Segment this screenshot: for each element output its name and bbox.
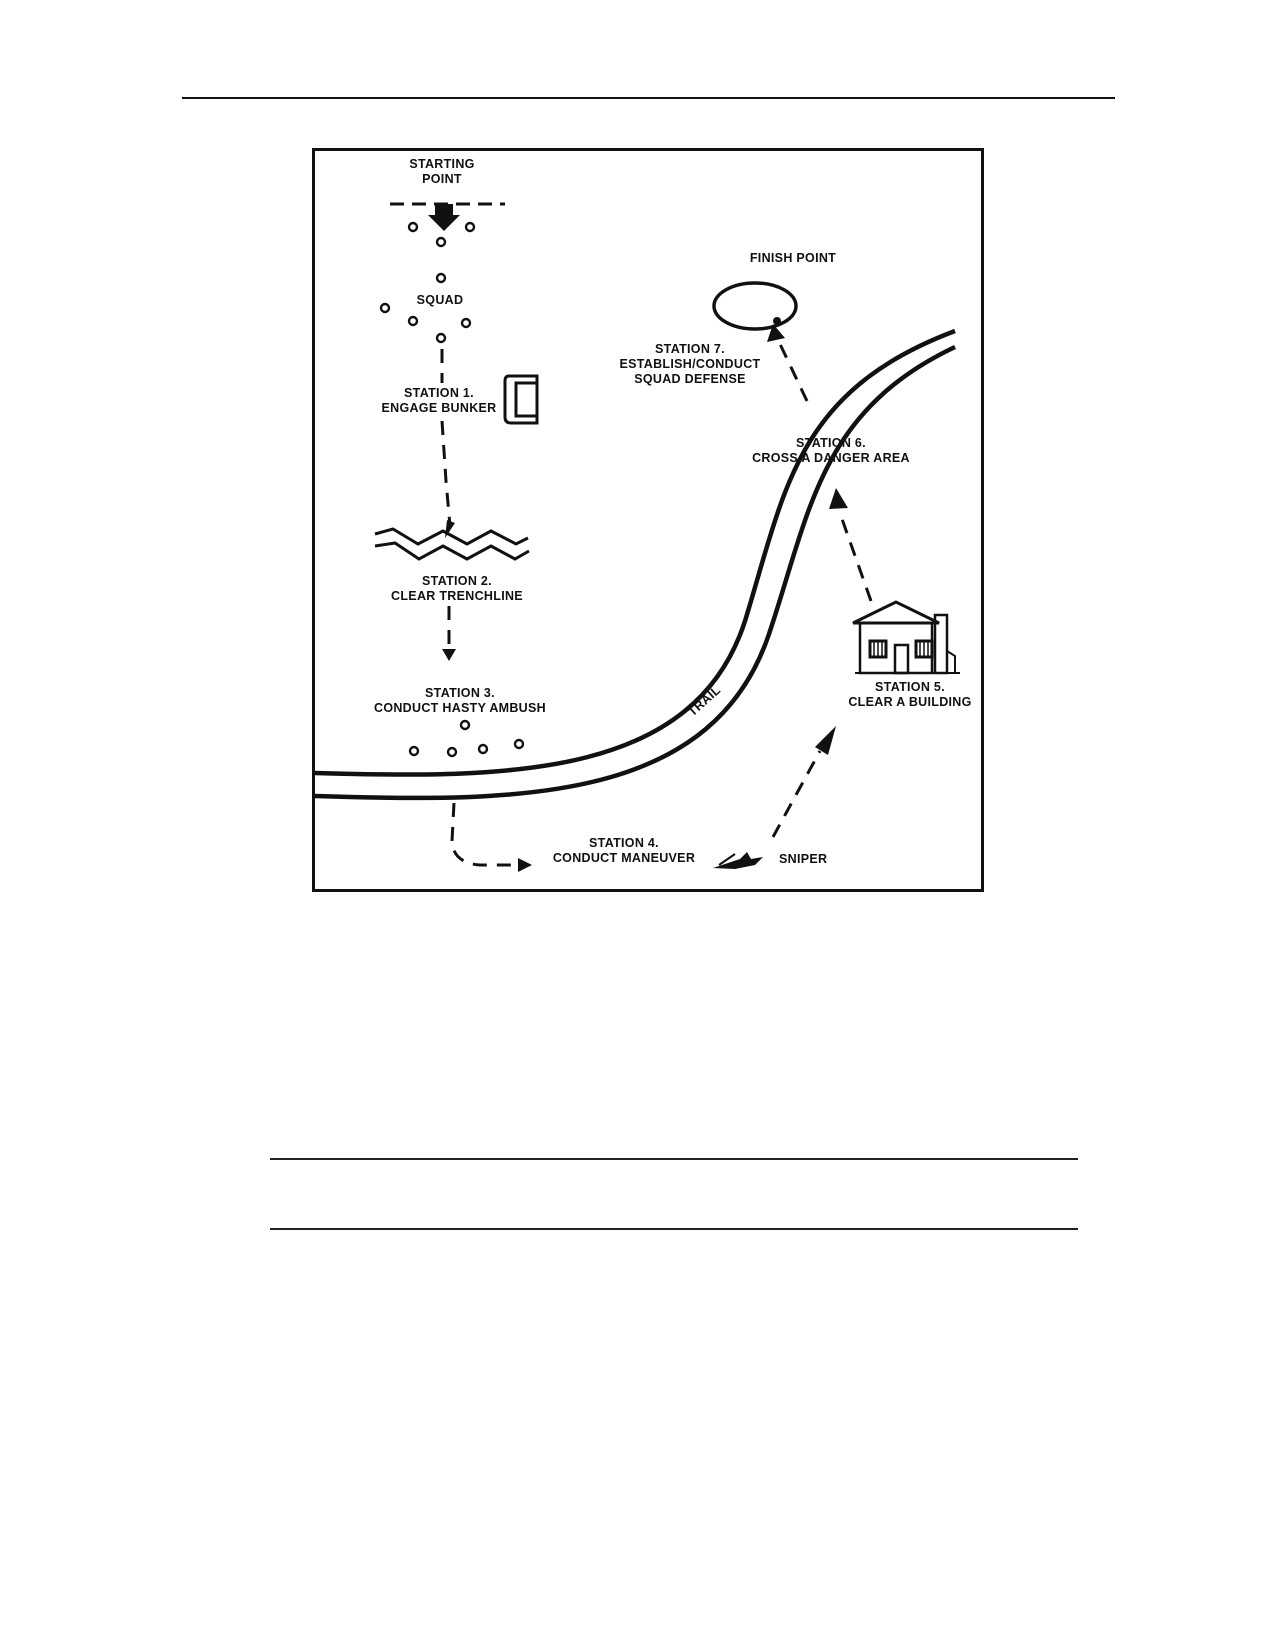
- station1-task: ENGAGE BUNKER: [381, 401, 496, 415]
- divider-rule: [270, 1158, 1078, 1160]
- house-icon: [852, 600, 960, 675]
- down-arrow-icon: [428, 204, 460, 231]
- soldier-icon: [460, 317, 472, 329]
- station6-task: CROSS A DANGER AREA: [752, 451, 910, 465]
- soldier-icon: [464, 221, 476, 233]
- squad-formation-top: [379, 221, 476, 344]
- station7-task: ESTABLISH/CONDUCT: [620, 357, 761, 371]
- soldier-icon: [477, 743, 489, 755]
- route-segment: [440, 420, 452, 527]
- trail-label: TRAIL: [685, 683, 723, 719]
- station5-task: CLEAR A BUILDING: [848, 695, 971, 709]
- training-lane-figure: STARTING POINT SQUAD STATION 1. ENGAGE B…: [312, 148, 984, 892]
- soldier-icon: [407, 315, 419, 327]
- squad-label: SQUAD: [417, 293, 464, 307]
- station5-title: STATION 5.: [875, 680, 945, 694]
- starting-point-label: STARTING: [409, 157, 474, 171]
- trail-edge: [315, 344, 956, 801]
- station1-title: STATION 1.: [404, 386, 474, 400]
- soldier-icon: [513, 738, 525, 750]
- trail-edge: [315, 328, 956, 777]
- soldier-icon: [408, 745, 420, 757]
- soldier-icon: [407, 221, 419, 233]
- station7-title: STATION 7.: [655, 342, 725, 356]
- starting-point-label: POINT: [422, 172, 462, 186]
- route-segment: [840, 518, 873, 602]
- finish-marker: [773, 317, 781, 325]
- bunker-icon: [503, 374, 539, 425]
- soldier-icon: [379, 302, 391, 314]
- station4-task: CONDUCT MANEUVER: [553, 851, 695, 865]
- sniper-icon: [713, 852, 763, 869]
- station3-task: CONDUCT HASTY AMBUSH: [374, 701, 546, 715]
- soldier-icon: [435, 272, 447, 284]
- finish-point-label: FINISH POINT: [750, 251, 836, 265]
- soldier-icon: [435, 236, 447, 248]
- soldier-icon: [446, 746, 458, 758]
- station2-title: STATION 2.: [422, 574, 492, 588]
- route-segment: [771, 750, 822, 838]
- station4-title: STATION 4.: [589, 836, 659, 850]
- station7-task: SQUAD DEFENSE: [634, 372, 746, 386]
- soldier-icon: [459, 719, 471, 731]
- station2-task: CLEAR TRENCHLINE: [391, 589, 523, 603]
- trenchline-icon: [374, 527, 530, 561]
- route-segment: [778, 343, 809, 402]
- station3-title: STATION 3.: [425, 686, 495, 700]
- route-arrowhead: [442, 649, 456, 661]
- route-arrowhead: [815, 726, 836, 755]
- finish-circle-icon: [712, 281, 798, 331]
- station6-title: STATION 6.: [796, 436, 866, 450]
- soldier-icon: [435, 332, 447, 344]
- route-segment: [450, 802, 515, 867]
- training-lane-diagram: STARTING POINT SQUAD STATION 1. ENGAGE B…: [315, 157, 971, 872]
- route-arrowhead: [829, 488, 848, 509]
- sniper-label: SNIPER: [779, 852, 827, 866]
- divider-rule: [270, 1228, 1078, 1230]
- route-arrowhead: [518, 858, 532, 872]
- top-rule: [182, 97, 1115, 99]
- ambush-formation: [408, 719, 525, 758]
